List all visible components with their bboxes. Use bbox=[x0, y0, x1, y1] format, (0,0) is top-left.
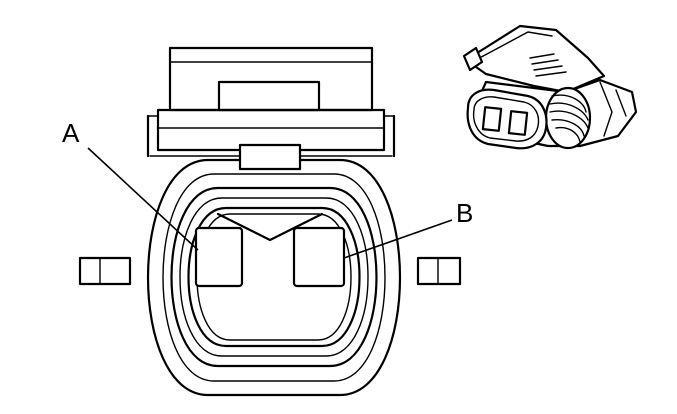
terminal-b bbox=[292, 226, 346, 288]
callout-a: A bbox=[62, 118, 199, 251]
iso-terminal-a bbox=[481, 106, 503, 132]
mating-face bbox=[466, 88, 548, 150]
ribbed-boot bbox=[544, 86, 592, 150]
iso-terminal-b bbox=[507, 110, 529, 136]
callout-a-label: A bbox=[62, 118, 80, 148]
side-tabs bbox=[78, 256, 462, 286]
callout-b-leader bbox=[343, 219, 453, 259]
connector-isometric-view bbox=[462, 24, 638, 150]
housing-outer bbox=[146, 155, 402, 397]
connector-face-view bbox=[78, 46, 462, 397]
callout-a-leader bbox=[87, 147, 199, 251]
seal-rings bbox=[170, 186, 378, 368]
locking-tab bbox=[146, 46, 396, 158]
callout-b: B bbox=[343, 198, 473, 259]
callout-b-label: B bbox=[456, 198, 473, 228]
latch-bump bbox=[238, 143, 302, 171]
terminal-a bbox=[194, 226, 244, 288]
